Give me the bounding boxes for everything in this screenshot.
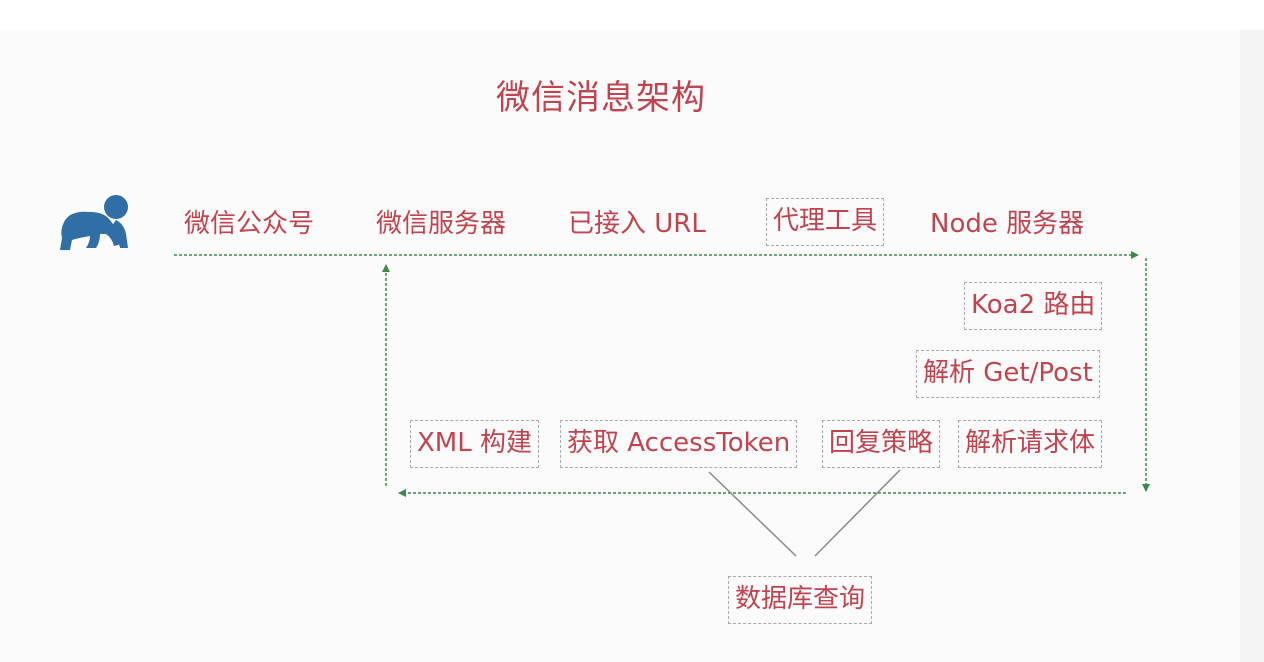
slide-background: [0, 30, 1240, 662]
node-xml-build: XML 构建: [410, 420, 539, 468]
node-proxy-tool: 代理工具: [766, 198, 885, 246]
diagram-title: 微信消息架构: [496, 78, 706, 118]
node-koa2-router: Koa2 路由: [964, 282, 1103, 330]
node-parse-request-body: 解析请求体: [958, 420, 1103, 468]
node-node-server: Node 服务器: [930, 209, 1085, 239]
node-get-access-token: 获取 AccessToken: [560, 420, 798, 468]
node-reply-strategy: 回复策略: [822, 420, 941, 468]
node-wechat-server: 微信服务器: [376, 209, 507, 239]
node-connected-url: 已接入 URL: [568, 209, 706, 239]
node-wechat-official-account: 微信公众号: [184, 209, 315, 239]
connector-token-db: [708, 471, 797, 557]
connector-reply-db: [814, 469, 901, 557]
slide-edge: [1240, 30, 1264, 662]
node-database-query: 数据库查询: [728, 576, 873, 624]
baby-icon: [60, 195, 128, 250]
node-parse-get-post: 解析 Get/Post: [916, 350, 1100, 398]
